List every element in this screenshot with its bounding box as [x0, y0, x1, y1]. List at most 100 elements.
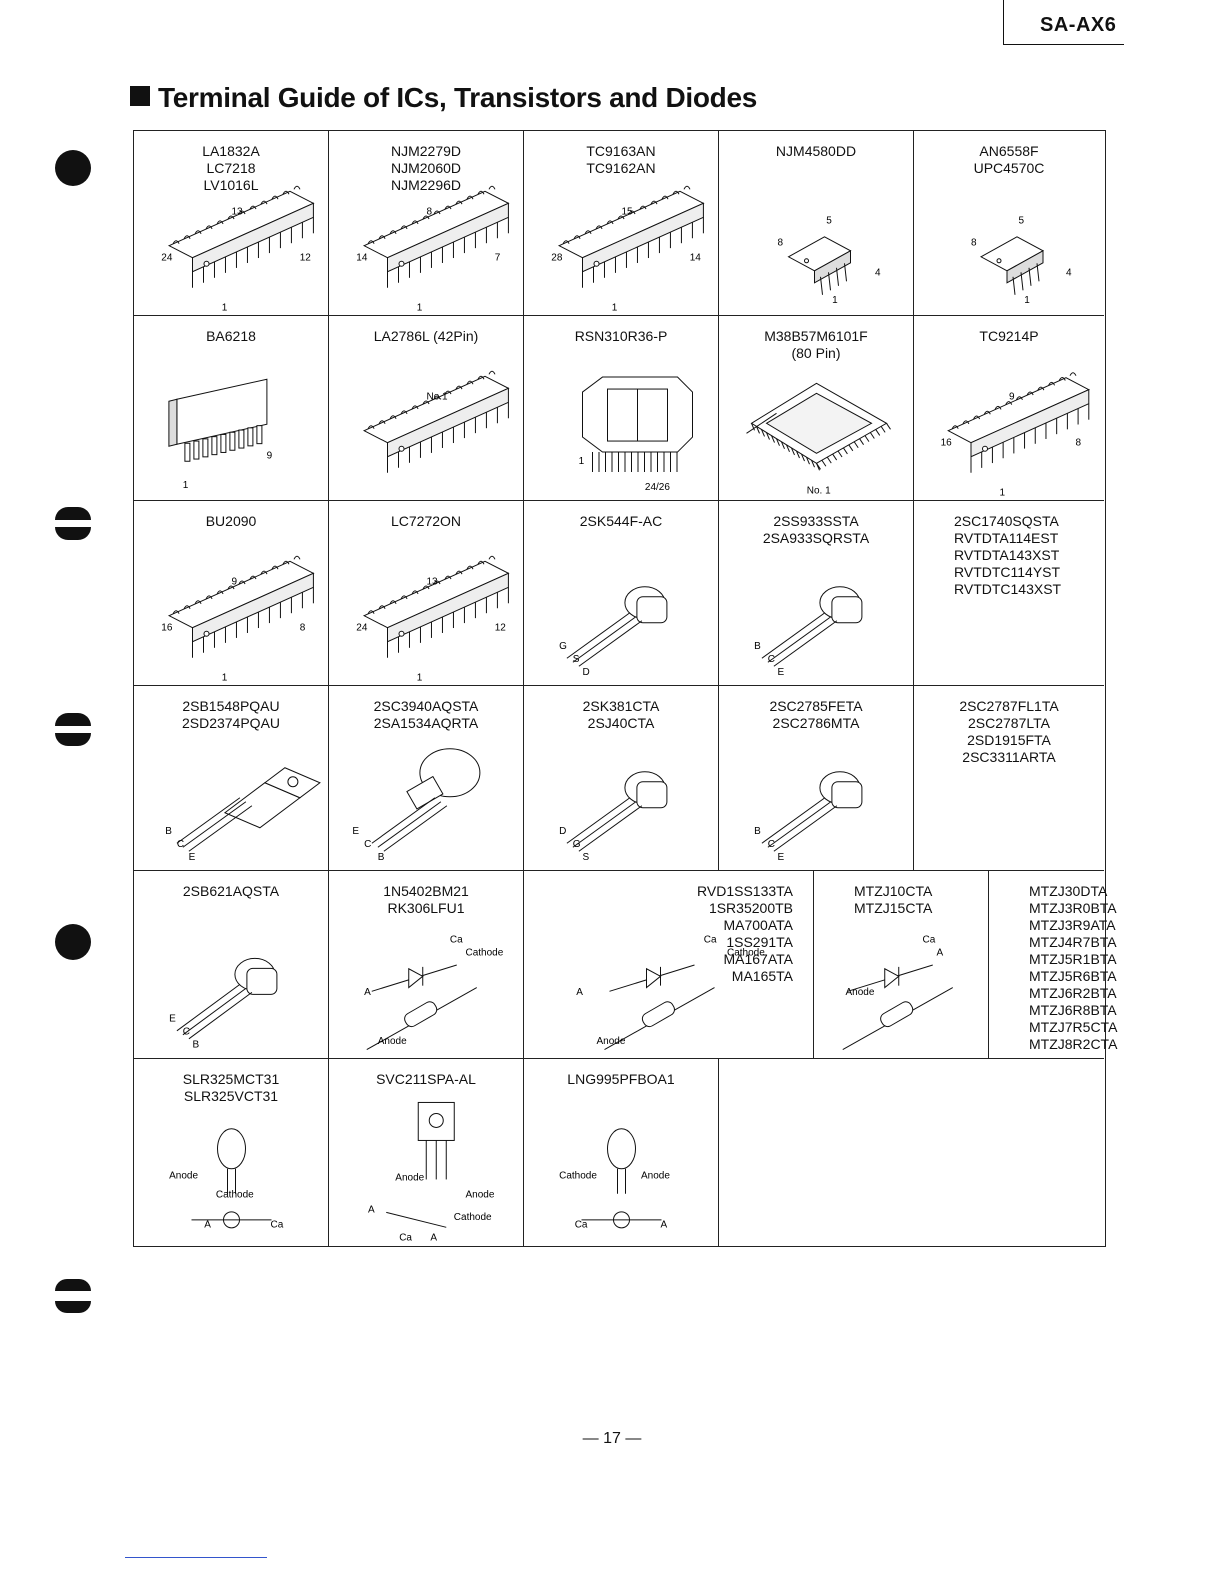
part-numbers: 2SC2785FETA 2SC2786MTA — [769, 698, 863, 731]
pin-label: Ca — [450, 934, 463, 945]
transistor-package — [566, 771, 668, 852]
part-numbers: TC9214P — [979, 328, 1039, 344]
pin-label: A — [364, 987, 371, 998]
footer-rule — [125, 1557, 267, 1558]
pin-label: Ca — [704, 934, 717, 945]
pin-label: Cathode — [466, 948, 504, 959]
pin-label: 28 — [551, 253, 563, 264]
binder-hole-icon — [55, 713, 91, 726]
pin-label: C — [364, 839, 371, 850]
pin-label: 1 — [1000, 487, 1006, 498]
pin-label: 1 — [183, 480, 189, 491]
component-cell: 2SC1740SQSTA RVTDTA114EST RVTDTA143XST R… — [914, 501, 1104, 685]
page-title: Terminal Guide of ICs, Transistors and D… — [130, 82, 757, 114]
ic-soic-package — [787, 236, 852, 295]
pin-label: Ca — [271, 1219, 284, 1230]
pin-label: A — [430, 1232, 437, 1243]
pin-label: 14 — [356, 253, 368, 264]
part-numbers: BU2090 — [205, 513, 257, 529]
diode-package — [842, 964, 953, 1051]
pin-label: 14 — [690, 253, 702, 264]
component-cell: No. 1 M38B57M6101F (80 Pin) — [719, 316, 914, 500]
part-numbers: M38B57M6101F (80 Pin) — [764, 328, 868, 361]
model-number: SA-AX6 — [1040, 14, 1117, 36]
component-figure — [719, 1059, 1104, 1246]
binder-hole-icon — [55, 1301, 91, 1313]
part-numbers: LA1832A LC7218 LV1016L — [202, 143, 260, 193]
pin-label: No. 1 — [807, 486, 831, 497]
pin-label: B — [754, 641, 761, 652]
pin-label: Anode — [641, 1171, 670, 1182]
pin-label: C — [177, 839, 184, 850]
ic-qfp-package — [746, 382, 891, 471]
pin-label: 12 — [300, 253, 312, 264]
pin-label: 1 — [1024, 295, 1030, 306]
part-numbers: AN6558F UPC4570C — [973, 143, 1045, 176]
part-numbers: LA2786L (42Pin) — [373, 328, 479, 344]
component-cell: MTZJ30DTA MTZJ3R0BTA MTZJ3R9ATA MTZJ4R7B… — [989, 871, 1118, 1058]
pin-label: C — [768, 654, 775, 665]
pin-label: A — [204, 1219, 211, 1230]
component-drawing: ECB — [169, 957, 278, 1051]
model-frame — [1003, 0, 1124, 45]
pin-label: 1 — [222, 302, 228, 313]
ic-hybrid-package — [582, 376, 693, 473]
pin-label: S — [583, 852, 590, 863]
pin-label: Ca — [575, 1219, 588, 1230]
component-drawing: GSD — [559, 586, 668, 678]
pin-label: G — [573, 839, 581, 850]
pin-label: 16 — [941, 438, 953, 449]
diode-package — [604, 964, 715, 1051]
part-numbers: NJM4580DD — [775, 143, 857, 159]
component-cell — [719, 1059, 1104, 1246]
part-numbers: 2SK381CTA 2SJ40CTA — [582, 698, 660, 731]
part-numbers: MTZJ30DTA MTZJ3R0BTA MTZJ3R9ATA MTZJ4R7B… — [1029, 883, 1118, 1052]
part-numbers: 2SB1548PQAU 2SD2374PQAU — [181, 698, 281, 731]
part-numbers: SLR325MCT31 SLR325VCT31 — [182, 1071, 280, 1104]
transistor-package — [176, 767, 321, 852]
pin-label: S — [573, 654, 580, 665]
component-drawing: 19 — [168, 378, 273, 491]
pin-label: Cathode — [559, 1171, 597, 1182]
pin-label: D — [583, 667, 590, 678]
pin-label: 8 — [778, 238, 784, 249]
pin-label: C — [768, 839, 775, 850]
pin-label: 8 — [427, 206, 433, 217]
component-cell: 2SC2787FL1TA 2SC2787LTA 2SD1915FTA 2SC33… — [914, 686, 1104, 870]
transistor-package — [371, 748, 481, 852]
led-package — [191, 1128, 272, 1229]
pin-label: Anode — [466, 1189, 495, 1200]
varicap-package — [386, 1101, 455, 1228]
pin-label: Anode — [597, 1036, 626, 1047]
pin-label: B — [754, 826, 761, 837]
ic-dip-package — [362, 555, 510, 658]
pin-label: E — [778, 667, 785, 678]
